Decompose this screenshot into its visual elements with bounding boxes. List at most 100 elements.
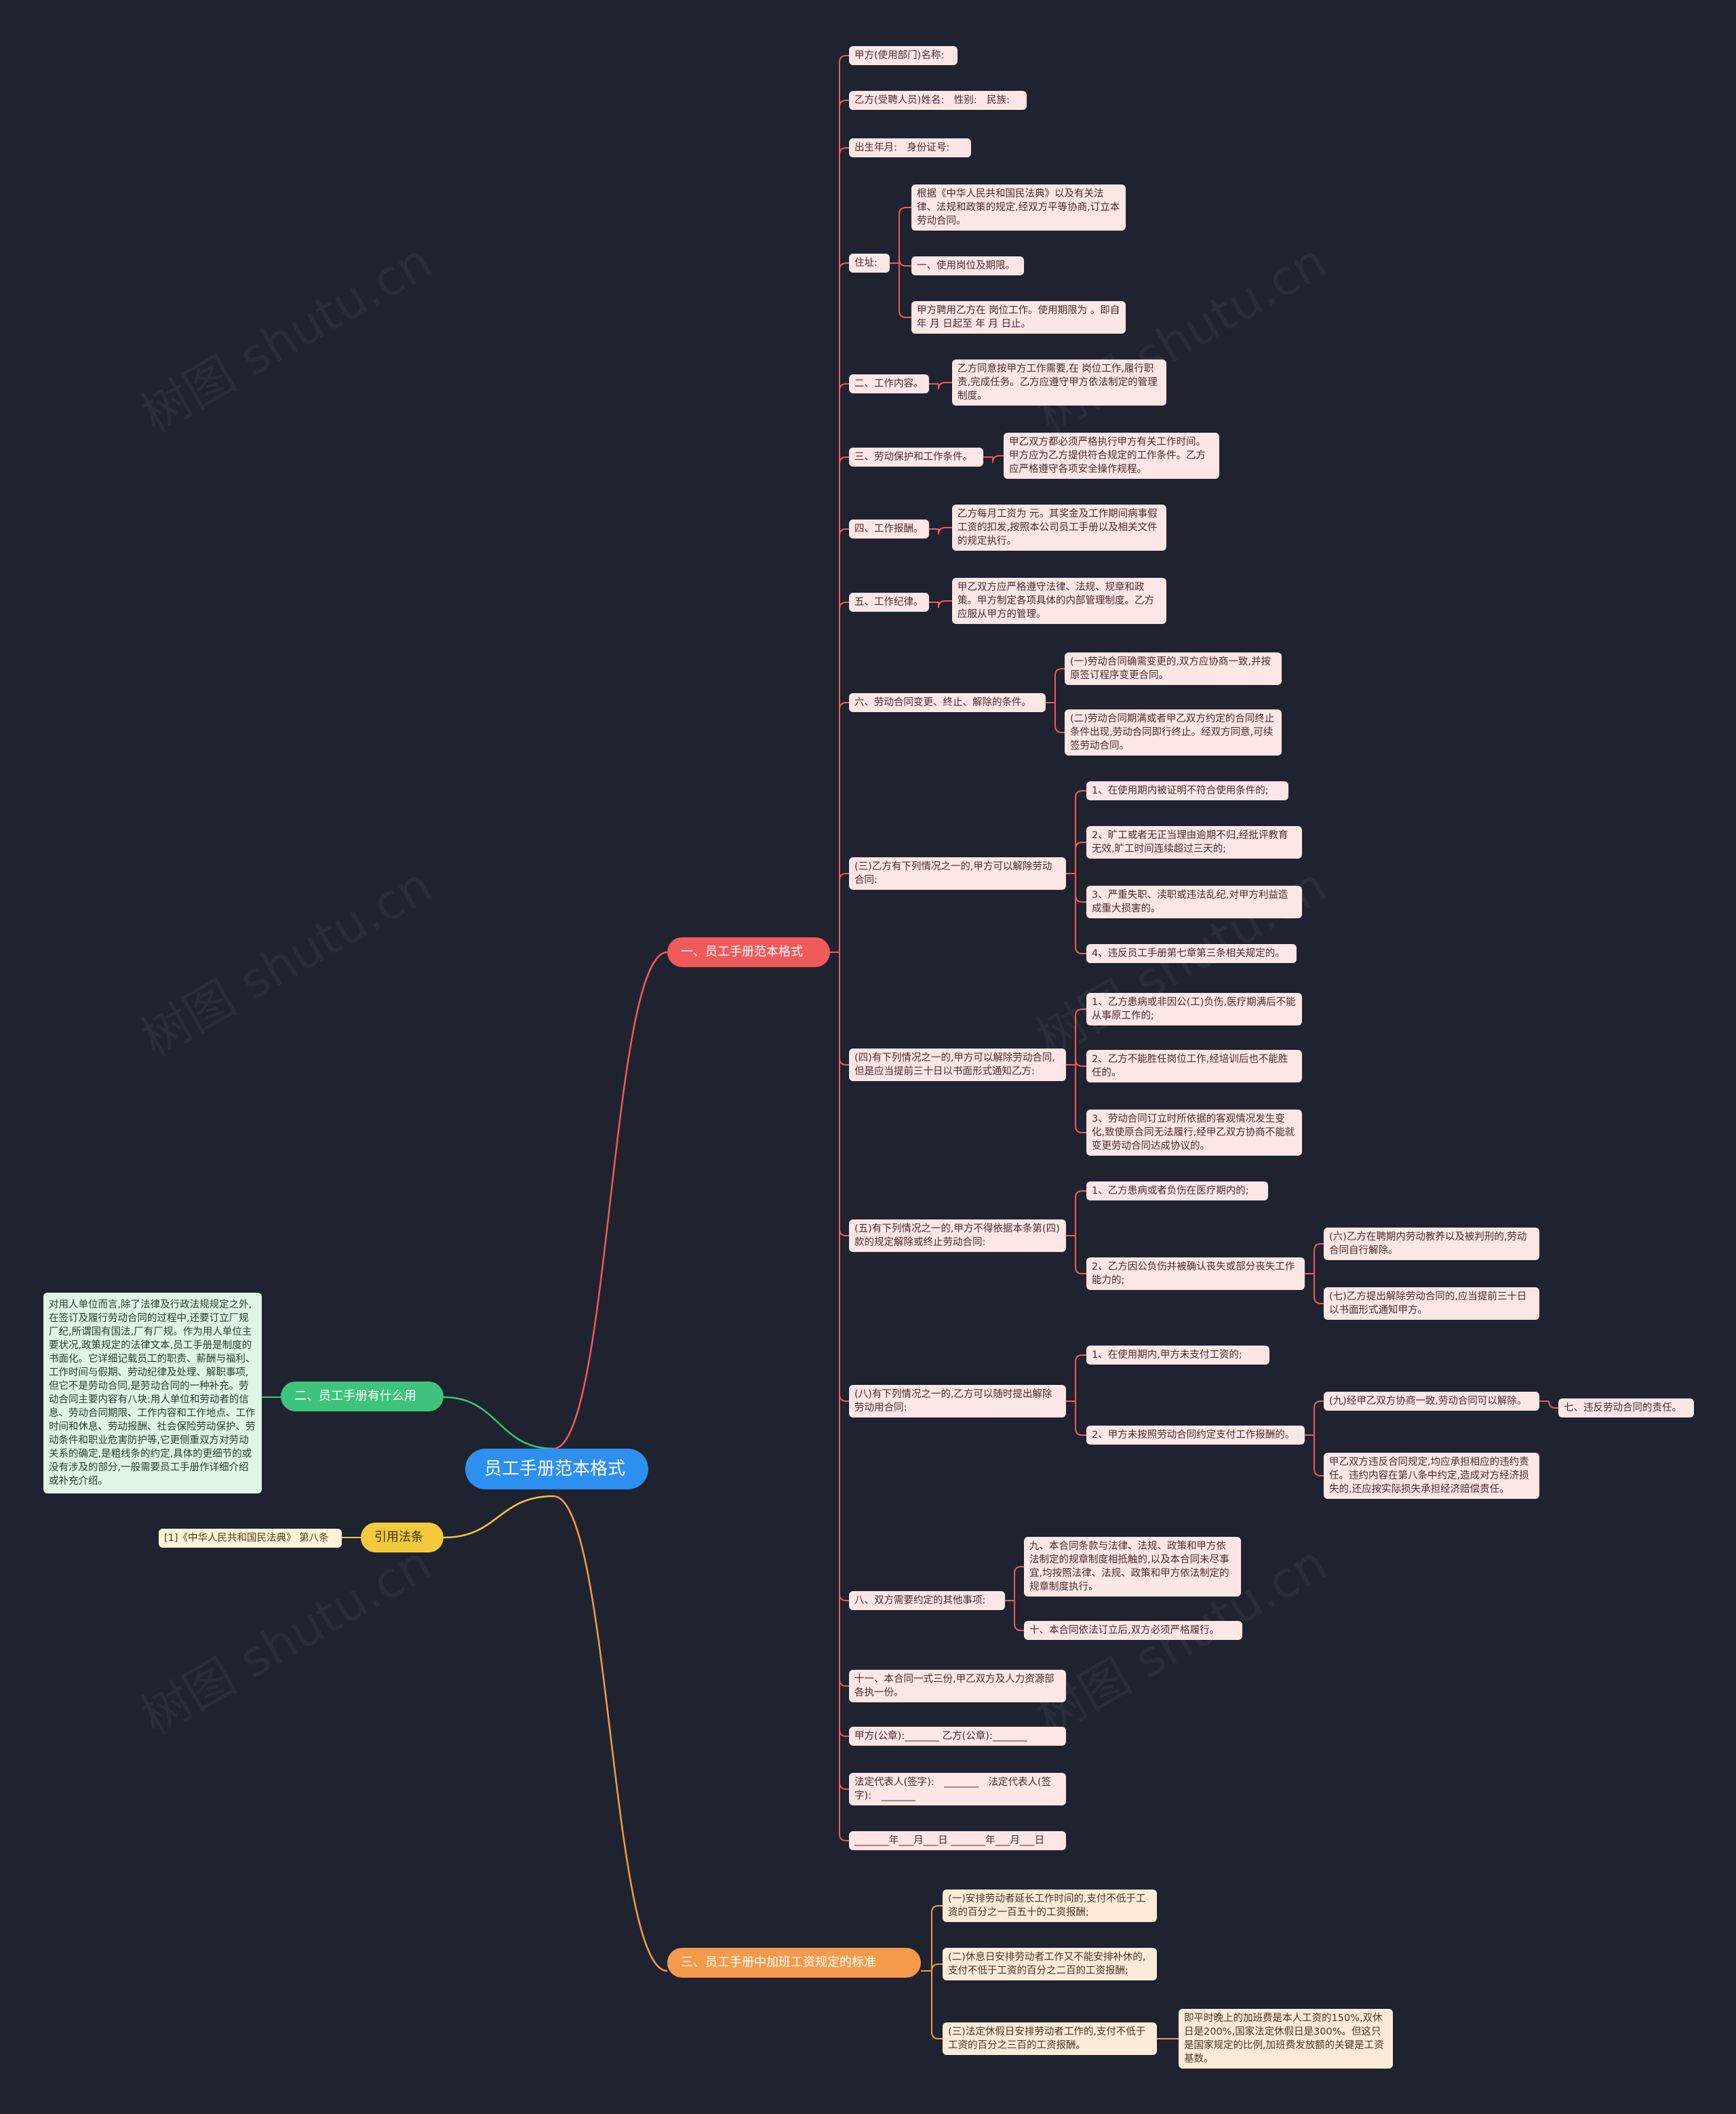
connector	[1314, 1401, 1324, 1435]
connector	[839, 55, 849, 952]
format-item-1: 甲方(使用部门)名称:	[849, 46, 958, 65]
connector	[839, 952, 849, 1402]
format-item-19: (三)乙方有下列情况之一的,甲方可以解除劳动合同:	[849, 857, 1066, 890]
connector	[1075, 874, 1086, 903]
root-node[interactable]: 员工手册范本格式	[465, 1449, 648, 1489]
format-item-37: 七、违反劳动合同的责任。	[1558, 1398, 1694, 1417]
connector	[1054, 668, 1065, 703]
connector	[938, 382, 952, 390]
connector	[899, 207, 911, 263]
connector	[1075, 842, 1086, 874]
overtime-item-4: 即平时晚上的加班费是本人工资的150%,双休日是200%,国家法定休假日是300…	[1179, 2009, 1393, 2069]
format-item-22: 3、严重失职、渎职或违法乱纪,对甲方利益造成重大损害的。	[1086, 886, 1302, 918]
format-item-12: 四、工作报酬。	[849, 520, 929, 539]
format-item-14: 五、工作纪律。	[849, 593, 929, 612]
format-item-26: 2、乙方不能胜任岗位工作,经培训后也不能胜任的。	[1086, 1050, 1302, 1082]
format-item-42: 十一、本合同一式三份,甲乙双方及人力资源部各执一份。	[849, 1670, 1066, 1702]
connector	[931, 1971, 943, 2039]
overtime-item-3: (三)法定休假日安排劳动者工作的,支付不低于工资的百分之三百的工资报酬。	[943, 2022, 1157, 2055]
connector	[839, 702, 849, 952]
purpose-text: 对用人单位而言,除了法律及行政法规规定之外,在签订及履行劳动合同的过程中,还要订…	[43, 1293, 262, 1493]
connector	[839, 952, 849, 1601]
format-item-15: 甲乙双方应严格遵守法律、法规、规章和政策。甲方制定各项具体的内部管理制度。乙方应…	[952, 578, 1166, 624]
format-item-27: 3、劳动合同订立时所依据的客观情况发生变化,致使原合同无法履行,经甲乙双方协商不…	[1086, 1110, 1302, 1156]
connector	[1075, 1009, 1086, 1065]
format-item-40: 九、本合同条款与法律、法规、政策和甲方依法制定的规章制度相抵触的,以及本合同未尽…	[1024, 1537, 1241, 1597]
connector	[1314, 1274, 1324, 1304]
connector	[1075, 874, 1086, 954]
connector	[1075, 1065, 1086, 1133]
connector	[839, 528, 849, 952]
connector	[839, 456, 849, 952]
format-item-7: 甲方聘用乙方在 岗位工作。使用期限为 。即自年 月 日起至 年 月 日止。	[911, 301, 1126, 334]
format-item-9: 乙方同意按甲方工作需要,在 岗位工作,履行职责,完成任务。乙方应遵守甲方依法制定…	[952, 359, 1166, 406]
format-item-25: 1、乙方患病或非因公(工)负伤,医疗期满后不能从事原工作的;	[1086, 993, 1302, 1025]
connector	[839, 952, 849, 1737]
connector	[839, 873, 849, 952]
format-item-24: (四)有下列情况之一的,甲方可以解除劳动合同,但是应当提前三十日以书面形式通知乙…	[849, 1049, 1066, 1081]
format-item-43: 甲方(公章):_______ 乙方(公章):_______	[849, 1727, 1066, 1746]
format-item-18: (二)劳动合同期满或者甲乙双方约定的合同终止条件出现,劳动合同即行终止。经双方同…	[1065, 709, 1282, 756]
connector	[839, 100, 849, 952]
connector	[839, 952, 849, 1790]
connector	[1548, 1401, 1558, 1409]
connector	[443, 1396, 554, 1450]
format-item-20: 1、在使用期内被证明不符合使用条件的;	[1086, 781, 1288, 800]
connector	[931, 1963, 943, 1972]
connector	[992, 455, 1004, 463]
connector	[839, 383, 849, 952]
connector	[1075, 1236, 1086, 1274]
format-item-44: 法定代表人(签字): _______ 法定代表人(签字): _______	[849, 1773, 1066, 1805]
format-item-34: 1、在使用期内,甲方未支付工资的;	[1086, 1346, 1269, 1365]
format-item-3: 出生年月: 身份证号:	[849, 138, 971, 157]
format-item-39: 八、双方需要约定的其他事项:	[849, 1591, 1005, 1610]
connector	[931, 1905, 943, 1971]
format-item-41: 十、本合同依法订立后,双方必须严格履行。	[1024, 1621, 1242, 1640]
connector	[1014, 1566, 1024, 1601]
format-item-28: (五)有下列情况之一的,甲方不得依据本条第(四)款的规定解除或终止劳动合同:	[849, 1219, 1066, 1252]
connector	[553, 951, 668, 1450]
format-item-45: _______年___月___日 _______年___月___日	[849, 1831, 1066, 1850]
connector	[553, 1495, 668, 1972]
connector	[1075, 1190, 1086, 1236]
connector	[839, 262, 849, 952]
format-item-4: 住址:	[849, 254, 890, 273]
format-item-5: 根据《中华人民共和国民法典》以及有关法律、法规和政策的规定,经双方平等协商,订立…	[911, 184, 1126, 231]
connector	[899, 258, 911, 267]
format-item-2: 乙方(受聘人员)姓名: 性别: 民族:	[849, 91, 1027, 110]
format-item-11: 甲乙双方都必须严格执行甲方有关工作时间。甲方应为乙方提供符合规定的工作条件。乙方…	[1004, 433, 1219, 479]
law-citation: [1]《中华人民共和国民法典》 第八条	[159, 1529, 342, 1548]
format-item-13: 乙方每月工资为 元。其奖金及工作期间病事假工资的扣发,按照本公司员工手册以及相关…	[952, 505, 1166, 551]
branch-overtime[interactable]: 三、员工手册中加班工资规定的标准	[667, 1948, 921, 1978]
connector	[839, 602, 849, 952]
connector	[1054, 703, 1065, 733]
branch-format[interactable]: 一、员工手册范本格式	[667, 937, 830, 967]
format-item-8: 二、工作内容。	[849, 374, 929, 393]
connector	[839, 147, 849, 952]
format-item-17: (一)劳动合同确需变更的,双方应协商一致,并按原签订程序变更合同。	[1065, 652, 1282, 685]
format-item-32: (七)乙方提出解除劳动合同的,应当提前三十日以书面形式通知甲方。	[1324, 1287, 1539, 1320]
format-item-29: 1、乙方患病或者负伤在医疗期内的;	[1086, 1181, 1268, 1200]
overtime-item-1: (一)安排劳动者延长工作时间的,支付不低于工资的百分之一百五十的工资报酬;	[943, 1890, 1157, 1922]
connector	[1314, 1243, 1324, 1274]
overtime-item-2: (二)休息日安排劳动者工作又不能安排补休的,支付不低于工资的百分之二百的工资报酬…	[943, 1948, 1157, 1980]
connector	[1075, 1401, 1086, 1436]
format-item-6: 一、使用岗位及期限。	[911, 256, 1024, 275]
format-item-36: (九)经甲乙双方协商一致,劳动合同可以解除。	[1324, 1392, 1539, 1411]
connector	[1075, 1059, 1086, 1067]
branch-law[interactable]: 引用法条	[361, 1523, 443, 1552]
format-item-16: 六、劳动合同变更、终止、解除的条件。	[849, 693, 1046, 712]
connector	[1075, 790, 1086, 874]
format-item-10: 三、劳动保护和工作条件。	[849, 448, 983, 467]
connector	[899, 263, 911, 318]
format-item-38: 甲乙双方违反合同规定,均应承担相应的违约责任。违约内容在第八条中约定,造成对方经…	[1324, 1453, 1539, 1499]
connector	[839, 952, 849, 1065]
format-item-30: 2、乙方因公负伤并被确认丧失或部分丧失工作能力的;	[1086, 1257, 1305, 1290]
connector	[839, 952, 849, 1236]
connector	[938, 527, 952, 535]
branch-purpose[interactable]: 二、员工手册有什么用	[281, 1382, 443, 1411]
connector	[1075, 1354, 1086, 1401]
format-item-21: 2、旷工或者无正当理由逾期不归,经批评教育无效,旷工时间连续超过三天的;	[1086, 826, 1302, 859]
